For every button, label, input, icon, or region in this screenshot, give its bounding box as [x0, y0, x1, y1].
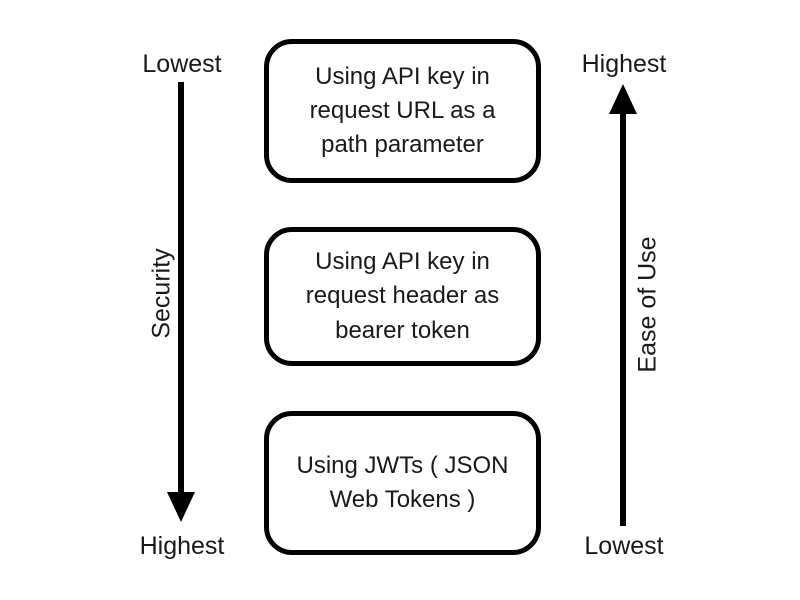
method-box-label: Using API key in request URL as a path p…	[309, 62, 496, 159]
ease-of-use-up-arrow-icon	[609, 84, 637, 526]
right-axis-bottom-label: Lowest	[584, 532, 664, 560]
method-box: Using API key in request header as beare…	[264, 227, 541, 366]
method-box-label: Using JWTs ( JSON Web Tokens )	[296, 451, 509, 513]
left-axis-top-label: Lowest	[142, 50, 222, 78]
right-axis-top-label: Highest	[581, 50, 667, 78]
left-axis-title: Security	[147, 248, 176, 339]
method-box: Using JWTs ( JSON Web Tokens )	[264, 411, 541, 555]
right-axis-title: Ease of Use	[633, 236, 662, 373]
security-down-arrow-icon	[167, 82, 195, 522]
method-box: Using API key in request URL as a path p…	[264, 39, 541, 183]
method-box-label: Using API key in request header as beare…	[305, 248, 500, 344]
left-axis-bottom-label: Highest	[139, 532, 225, 560]
